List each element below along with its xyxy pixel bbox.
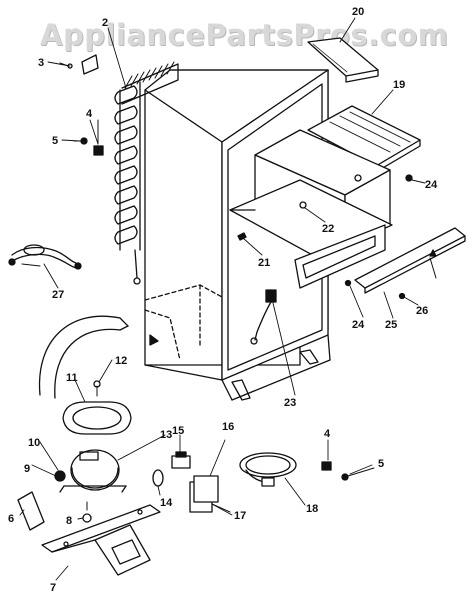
callout-5b: 5 [378, 458, 384, 470]
callout-16: 16 [222, 421, 234, 433]
callout-19: 19 [393, 79, 405, 91]
capacitor [189, 475, 231, 513]
trim-strip [354, 227, 466, 300]
callout-6: 6 [8, 513, 14, 525]
leader-lines [19, 17, 426, 581]
drain-hose [38, 315, 159, 399]
condenser-coil [114, 61, 179, 285]
start-relay [152, 451, 191, 487]
callout-25: 25 [385, 319, 397, 331]
screws-misc [237, 174, 413, 287]
drain-pan [62, 380, 132, 435]
callout-5a: 5 [52, 135, 58, 147]
drip-frame [294, 224, 386, 289]
callout-10: 10 [28, 437, 40, 449]
callout-24b: 24 [352, 319, 365, 331]
callout-12: 12 [115, 355, 127, 367]
clip-and-screw-lower [321, 461, 375, 481]
clip-and-screw-upper [73, 119, 104, 156]
base-plate [41, 504, 161, 576]
callout-27: 27 [52, 289, 64, 301]
callout-9: 9 [24, 463, 30, 475]
callout-26: 26 [416, 305, 428, 317]
callout-8: 8 [66, 515, 72, 527]
callout-3: 3 [38, 57, 44, 69]
callout-18: 18 [306, 503, 318, 515]
power-cord [239, 452, 297, 487]
callout-17: 17 [234, 510, 246, 522]
callout-21: 21 [258, 257, 270, 269]
callout-23: 23 [284, 397, 296, 409]
callout-22: 22 [322, 223, 334, 235]
callout-11: 11 [66, 372, 78, 384]
mounting-bracket-small [59, 54, 99, 75]
top-cover-strip [307, 37, 379, 83]
callout-2: 2 [102, 17, 108, 29]
grommet-bracket [17, 491, 92, 531]
callout-14: 14 [160, 497, 173, 509]
callout-4a: 4 [86, 108, 93, 120]
callout-20: 20 [352, 6, 364, 18]
thermostat-wire [250, 289, 277, 345]
callout-24a: 24 [425, 179, 438, 191]
callout-4b: 4 [324, 428, 331, 440]
callout-labels: 2 3 4 5 20 19 24 22 21 27 24 25 26 23 12… [8, 6, 438, 594]
callout-15: 15 [172, 425, 184, 437]
watermark-text: AppliancePartsPros.com [40, 18, 449, 52]
wire-harness [8, 244, 82, 270]
callout-7: 7 [50, 582, 56, 594]
callout-13: 13 [160, 429, 172, 441]
compressor [54, 449, 127, 493]
